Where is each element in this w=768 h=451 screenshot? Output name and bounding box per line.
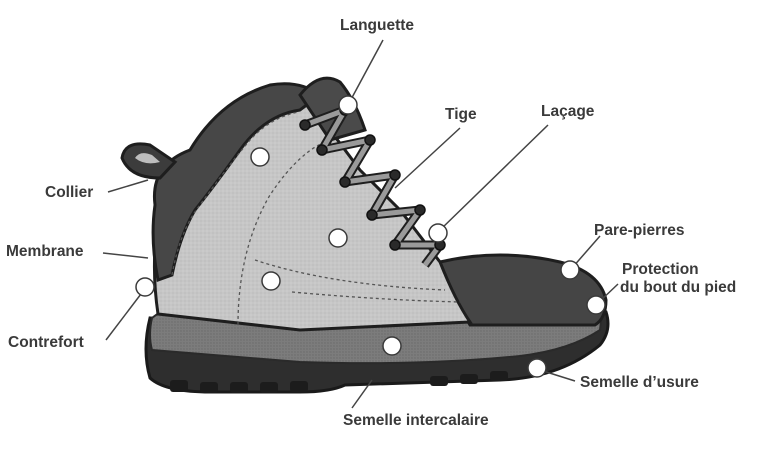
label-membrane: Membrane: [6, 243, 84, 260]
label-lacage: Laçage: [541, 103, 595, 120]
stitching: [171, 111, 461, 326]
marker-collier: [250, 147, 270, 167]
label-semelle-usure: Semelle d’usure: [580, 374, 699, 391]
marker-lacage: [428, 223, 448, 243]
label-semelle-intercalaire: Semelle intercalaire: [343, 412, 489, 429]
marker-membrane: [261, 271, 281, 291]
label-tige: Tige: [445, 106, 477, 123]
outsole-tread: [170, 371, 508, 393]
label-contrefort: Contrefort: [8, 334, 84, 351]
marker-pare-pierres: [560, 260, 580, 280]
markers: [135, 95, 606, 378]
label-protection-line1: Protection: [622, 261, 699, 278]
marker-semelle-usure: [527, 358, 547, 378]
label-languette: Languette: [340, 17, 415, 34]
label-protection-line2: du bout du pied: [620, 279, 737, 296]
label-pare-pierres: Pare-pierres: [594, 222, 685, 239]
marker-contrefort: [135, 277, 155, 297]
marker-semelle-intercalaire: [382, 336, 402, 356]
marker-languette: [338, 95, 358, 115]
marker-protection: [586, 295, 606, 315]
label-protection: Protection du bout du pied: [620, 261, 736, 297]
tongue: [298, 76, 367, 142]
label-collier: Collier: [45, 184, 94, 201]
marker-tige: [328, 228, 348, 248]
